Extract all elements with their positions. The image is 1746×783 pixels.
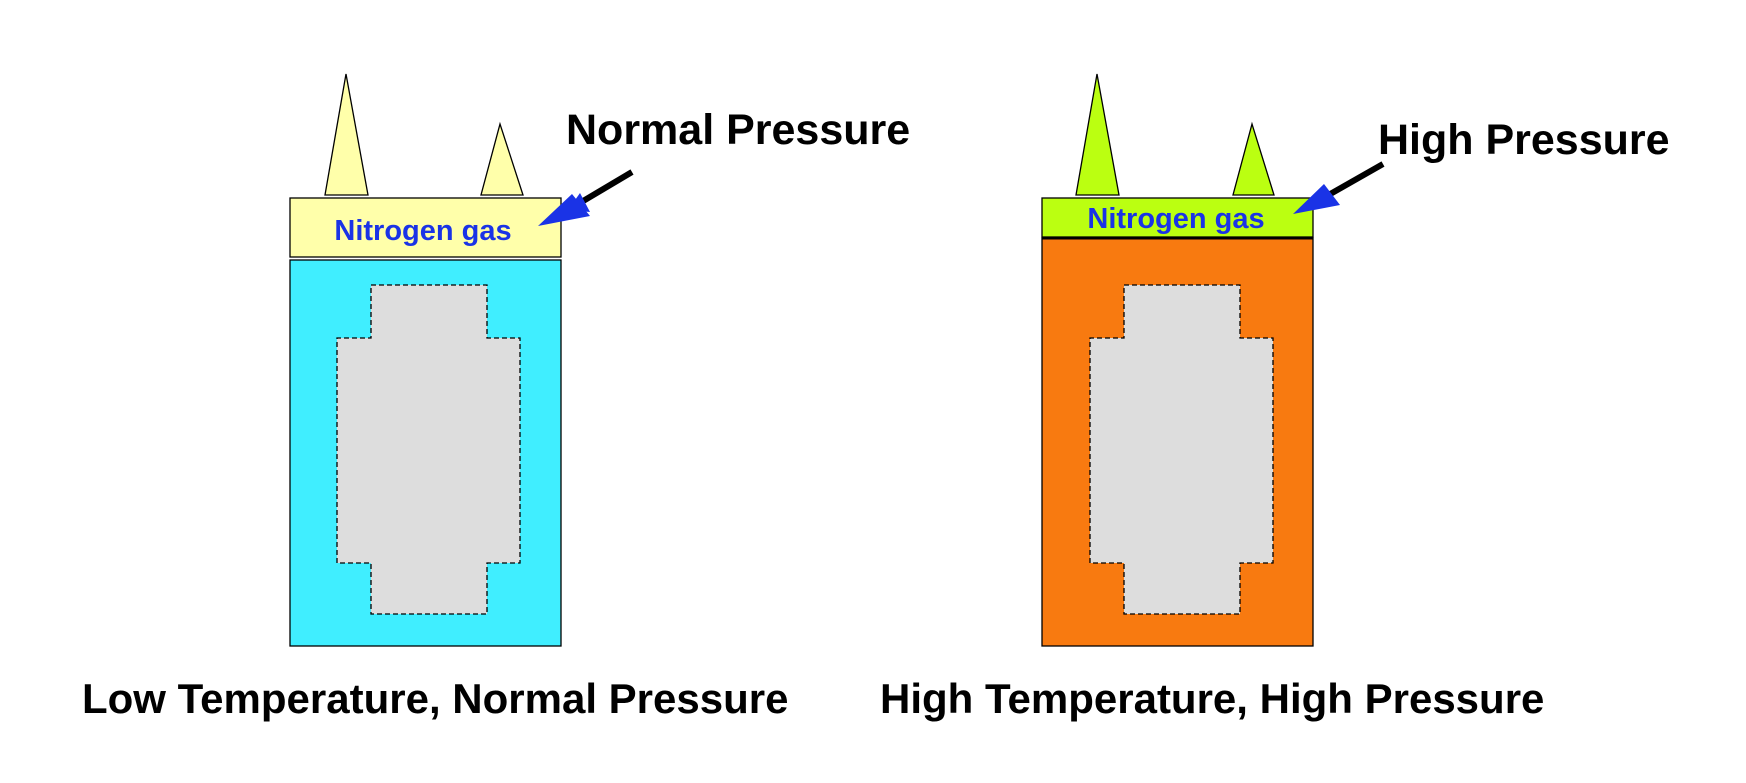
left-sample-block	[336, 284, 521, 615]
right-pressure-label: High Pressure	[1378, 116, 1670, 164]
right-pressure-arrow	[1323, 161, 1385, 200]
right-pressure-arrow-tip	[1293, 184, 1340, 214]
right-spike-small	[1232, 121, 1275, 196]
right-sample-block	[1089, 284, 1274, 615]
left-spike-large	[324, 73, 369, 196]
right-gas-layer	[1041, 197, 1314, 238]
left-spike-small	[480, 121, 524, 196]
right-vessel: Nitrogen gas	[1041, 73, 1314, 647]
left-pressure-arrow-tip	[538, 194, 590, 226]
right-spike-large	[1075, 73, 1120, 196]
left-gas-label: Nitrogen gas	[334, 215, 511, 247]
left-vessel: Nitrogen gas	[289, 73, 562, 647]
left-gas-layer	[289, 197, 562, 258]
right-gas-label: Nitrogen gas	[1087, 203, 1264, 235]
left-caption: Low Temperature, Normal Pressure	[82, 675, 788, 722]
left-pressure-label: Normal Pressure	[566, 106, 910, 154]
right-caption: High Temperature, High Pressure	[880, 675, 1544, 722]
